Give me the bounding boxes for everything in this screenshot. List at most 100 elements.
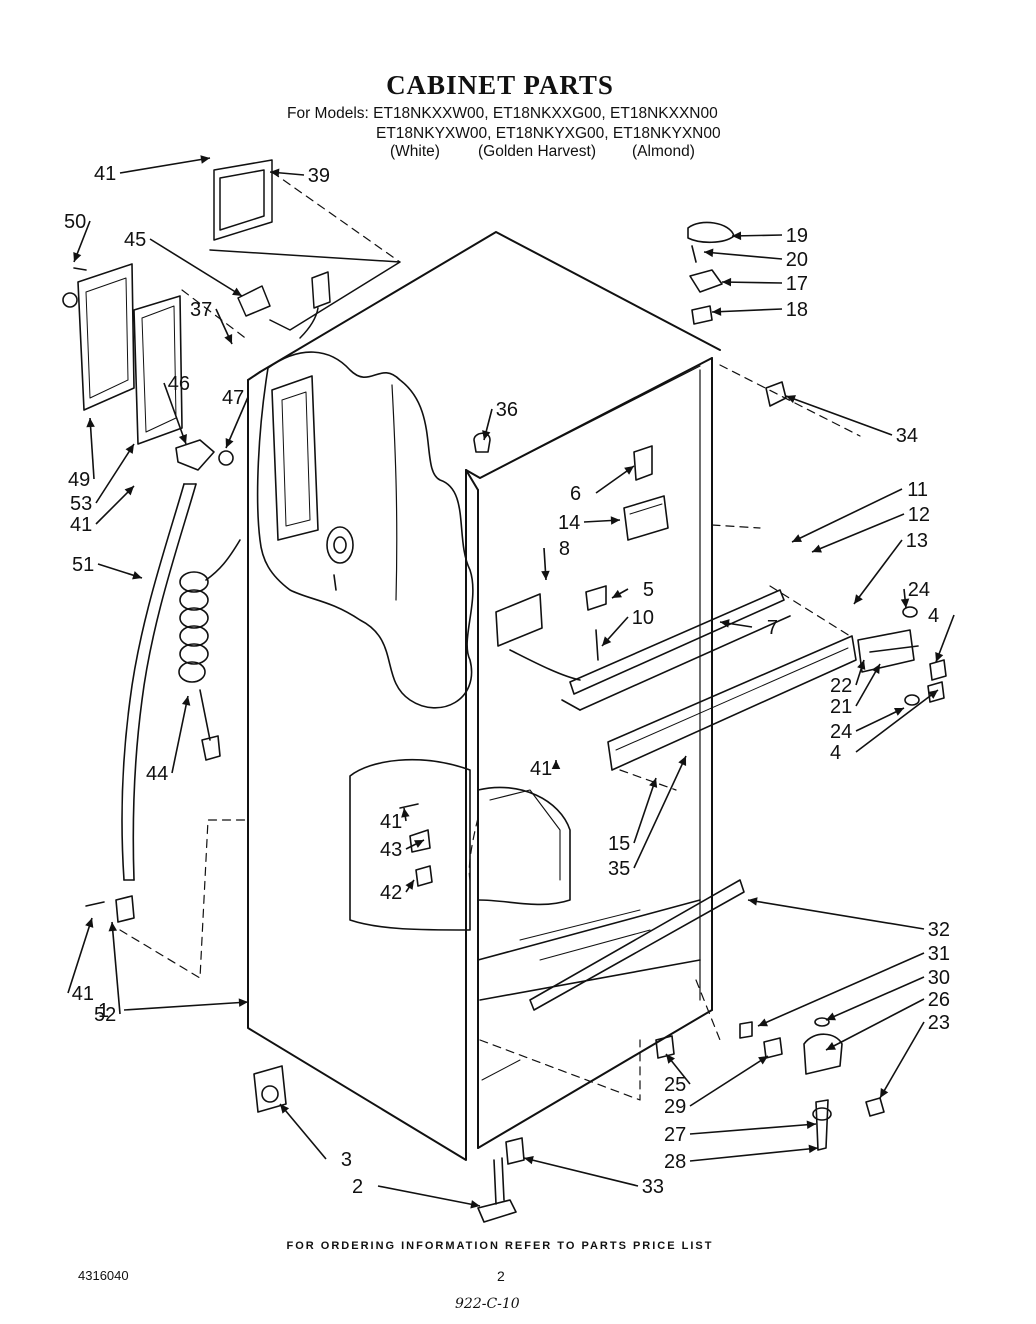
arrowhead-46 [178,434,187,444]
callout-50: 50 [64,211,86,233]
leader-line-32 [747,899,925,930]
guide-lines [119,171,861,1101]
callout-8: 8 [559,538,570,560]
arrowhead-21 [871,664,880,674]
leader-line-15 [633,777,657,844]
callout-51: 51 [72,554,94,576]
callout-52: 52 [94,1004,116,1026]
page-number: 2 [497,1268,505,1284]
arrowhead-41 [401,808,410,818]
callout-4: 4 [830,742,841,764]
cabinet-shell [247,231,721,1161]
callout-1: 1 [98,1000,109,1022]
arrowhead-3 [280,1104,290,1114]
light-socket-and-tube [121,439,234,881]
arrowhead-2 [470,1200,480,1209]
callout-21: 21 [830,696,852,718]
arrowhead-5 [612,589,622,598]
arrowhead-51 [132,571,142,580]
arrowhead-10 [602,636,612,646]
arrowhead-47 [225,438,234,448]
control-cover [62,263,183,445]
leader-line-33 [523,1157,639,1187]
leader-line-12 [811,513,905,553]
arrowhead-28 [808,1144,818,1154]
arrowhead-31 [758,1018,768,1027]
arrowhead-6 [624,466,634,475]
callout-2: 2 [352,1176,363,1198]
callout-41: 41 [70,514,92,536]
callout-33: 33 [642,1176,664,1198]
arrowhead-43 [414,840,424,848]
leader-line-52 [111,921,121,1015]
color-white: (White) [390,143,440,160]
center-hinge [857,606,947,706]
callout-23: 23 [928,1012,950,1034]
color-almond: (Almond) [632,143,695,160]
diagram-title: CABINET PARTS [386,70,614,100]
machine-compartment [349,758,745,1081]
leader-line-30 [825,976,925,1021]
leader-line-31 [757,952,925,1027]
arrowhead-39 [270,168,280,178]
arrowhead-4 [935,652,944,662]
callout-22: 22 [830,675,852,697]
arrowhead-41 [124,486,134,496]
callout-30: 30 [928,967,950,989]
leader-line-1 [123,1001,249,1011]
arrowhead-35 [678,756,687,766]
arrowhead-52 [108,922,118,932]
callout-24: 24 [908,579,930,601]
arrowhead-26 [826,1042,836,1050]
callout-28: 28 [664,1151,686,1173]
leader-line-53 [95,443,135,504]
leader-line-47 [225,396,249,449]
callout-3: 3 [341,1149,352,1171]
arrowhead-41 [200,155,210,164]
arrowhead-27 [806,1120,816,1129]
arrowhead-19 [732,231,742,241]
callout-25: 25 [664,1074,686,1096]
leader-line-46 [163,382,187,445]
arrowhead-41 [551,760,561,770]
leader-line-3 [279,1103,327,1160]
arrowhead-20 [704,248,714,258]
arrowhead-25 [666,1054,675,1064]
callout-4: 4 [928,605,939,627]
callout-11: 11 [907,479,928,501]
arrowhead-23 [880,1088,889,1098]
callout-19: 19 [786,225,808,247]
arrowhead-14 [610,516,620,525]
arrowhead-53 [125,444,134,454]
callout-6: 6 [570,483,581,505]
leader-line-11 [791,488,903,543]
callout-12: 12 [908,504,930,526]
leader-line-18 [711,308,783,313]
arrowhead-41 [85,918,94,928]
callout-49: 49 [68,469,90,491]
arrowhead-17 [722,277,732,287]
power-cord [178,539,241,761]
arrowhead-32 [748,897,758,906]
arrowhead-44 [181,696,191,706]
leader-line-23 [879,1021,925,1099]
callout-37: 37 [190,299,212,321]
leader-line-17 [721,281,783,284]
leader-line-44 [171,695,189,774]
arrowhead-22 [857,660,866,670]
callout-15: 15 [608,833,630,855]
arrowhead-24 [900,598,910,608]
top-hinge-assembly [473,221,787,541]
callout-41: 41 [94,163,116,185]
arrowhead-12 [812,544,822,553]
leader-line-41 [119,157,211,174]
callout-32: 32 [928,919,950,941]
model-list: For Models: ET18NKXXW00, ET18NKXXG00, ET… [0,104,1000,144]
callout-17: 17 [786,273,808,295]
callout-10: 10 [632,607,654,629]
leader-lines [67,157,955,1207]
leader-line-2 [377,1185,481,1207]
arrowhead-30 [826,1012,836,1021]
callout-36: 36 [496,399,518,421]
leader-line-35 [633,755,687,869]
